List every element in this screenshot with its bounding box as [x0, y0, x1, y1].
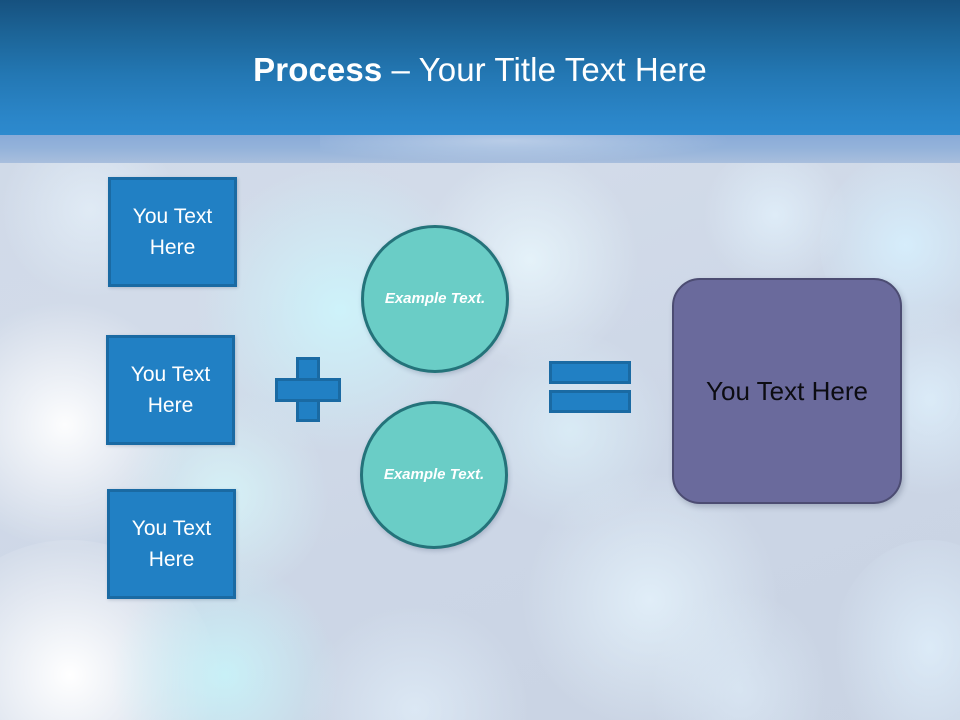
- plus-sign-icon: [275, 357, 341, 422]
- equals-bottom-bar: [549, 390, 631, 413]
- header-accent-band: [0, 135, 960, 163]
- input-box-2-label: You Text Here: [130, 363, 211, 417]
- input-box-3[interactable]: You Text Here: [107, 489, 236, 599]
- equals-top-bar: [549, 361, 631, 384]
- slide-header-bar: Process – Your Title Text Here: [0, 0, 960, 135]
- bokeh-circle: [830, 540, 960, 720]
- input-box-3-label: You Text Here: [131, 517, 212, 571]
- page-title: Process – Your Title Text Here: [0, 50, 960, 90]
- example-circle-2[interactable]: Example Text.: [360, 401, 508, 549]
- bokeh-circle: [650, 590, 830, 720]
- result-box-label: You Text Here: [706, 375, 868, 406]
- bokeh-circle: [520, 470, 780, 720]
- example-circle-2-label: Example Text.: [383, 466, 485, 483]
- example-circle-1[interactable]: Example Text.: [361, 225, 509, 373]
- plus-center-fill: [299, 381, 317, 398]
- page-title-strong: Process: [253, 51, 383, 88]
- example-circle-1-label: Example Text.: [384, 290, 486, 307]
- equals-sign-icon: [549, 361, 631, 413]
- bokeh-circle: [300, 600, 530, 720]
- input-box-1[interactable]: You Text Here: [108, 177, 237, 287]
- page-title-rest: – Your Title Text Here: [382, 51, 707, 88]
- input-box-2[interactable]: You Text Here: [106, 335, 235, 445]
- result-box[interactable]: You Text Here: [672, 278, 902, 504]
- input-box-1-label: You Text Here: [132, 205, 213, 259]
